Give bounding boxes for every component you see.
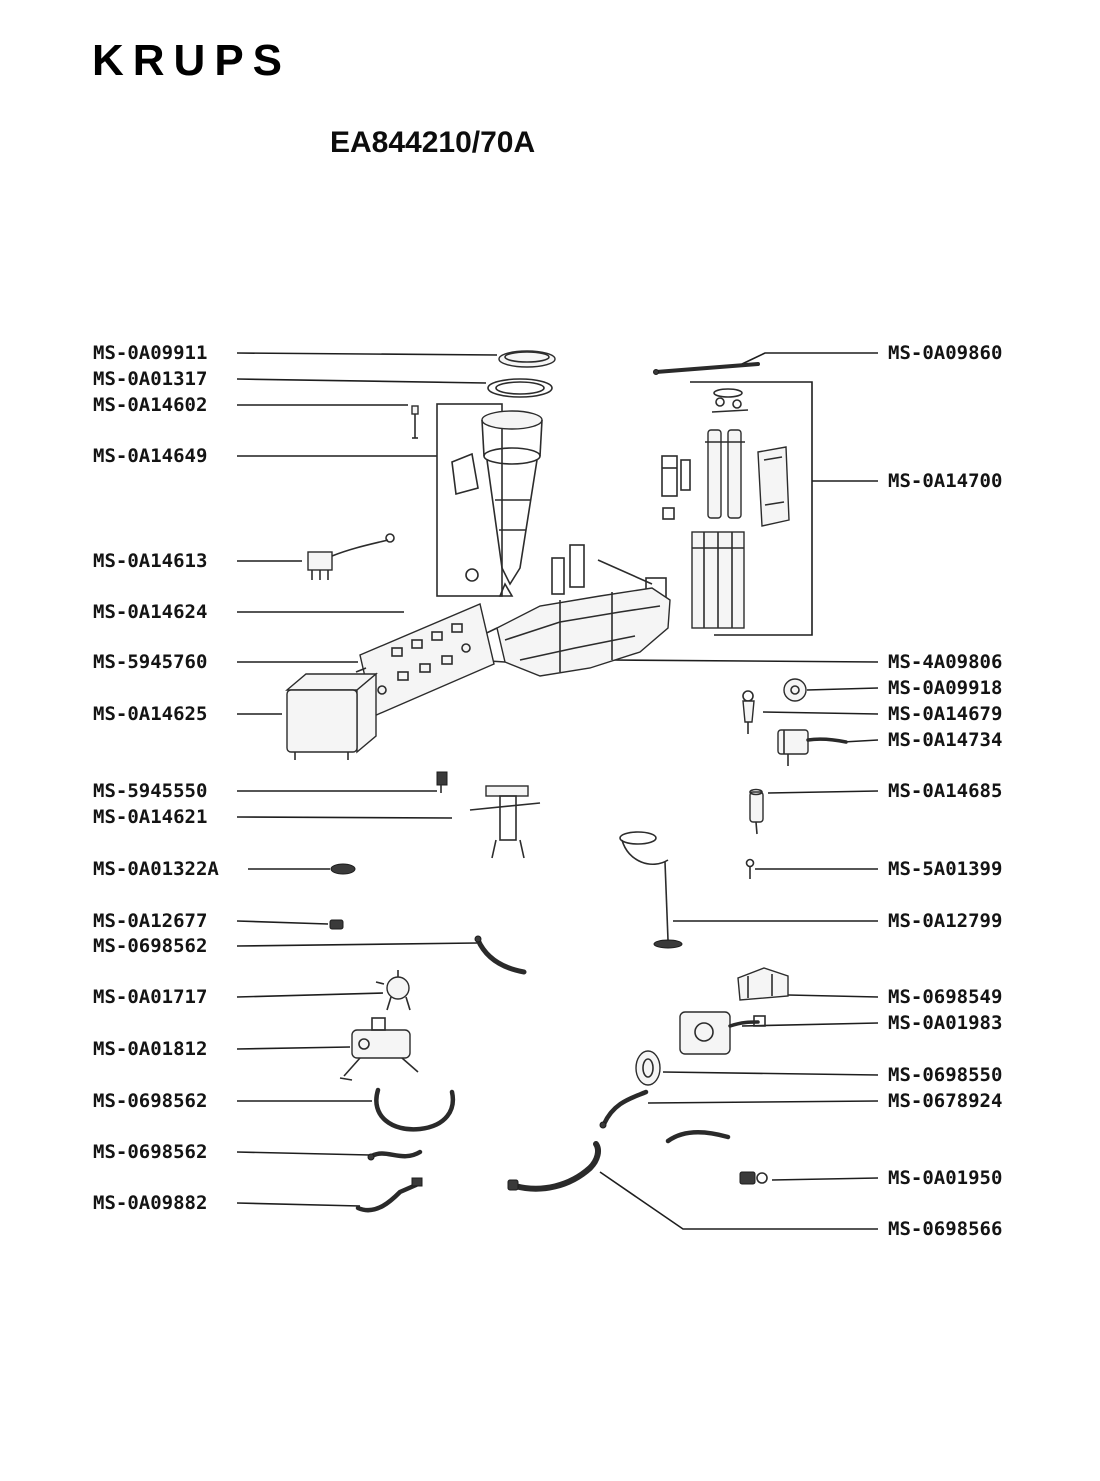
part-drawing-valve-block xyxy=(777,729,848,766)
part-drawing-wire-bracket xyxy=(307,533,395,580)
part-drawing-grinder-assembly xyxy=(436,403,543,597)
part-label: MS-0A14621 xyxy=(93,806,208,828)
part-label: MS-0A14679 xyxy=(888,703,1003,725)
part-label: MS-0A01950 xyxy=(888,1167,1003,1189)
leader-line xyxy=(236,816,453,819)
part-label: MS-0698562 xyxy=(93,935,208,957)
part-label: MS-0698550 xyxy=(888,1064,1003,1086)
leader-line xyxy=(236,1202,361,1207)
part-drawing-thermostat xyxy=(375,970,411,1011)
part-label: MS-0A12677 xyxy=(93,910,208,932)
leader-line xyxy=(236,920,329,925)
brand-logo: KRUPS xyxy=(92,36,292,85)
leader-lines-right xyxy=(599,352,879,1230)
leader-line xyxy=(762,711,879,715)
part-label: MS-0A09860 xyxy=(888,342,1003,364)
leader-lines-left xyxy=(236,352,498,1207)
part-label: MS-0698562 xyxy=(93,1141,208,1163)
part-label: MS-0A01983 xyxy=(888,1012,1003,1034)
part-drawing-seal-ring-top xyxy=(498,350,556,368)
part-label: MS-5A01399 xyxy=(888,858,1003,880)
leader-line xyxy=(647,1100,879,1104)
part-label: MS-0A01812 xyxy=(93,1038,208,1060)
part-label: MS-0698562 xyxy=(93,1090,208,1112)
leader-line xyxy=(771,1177,879,1181)
part-drawing-pin xyxy=(411,405,419,439)
part-drawing-hose-2 xyxy=(374,1087,456,1132)
leader-line xyxy=(599,1171,878,1230)
part-label: MS-0A14700 xyxy=(888,470,1003,492)
part-drawing-hose-1 xyxy=(474,935,527,975)
part-drawing-cap-oval xyxy=(330,863,356,875)
leader-line xyxy=(767,790,879,794)
part-drawing-thermoblock xyxy=(679,1011,766,1055)
part-drawing-pump xyxy=(339,1017,419,1081)
part-drawing-grommet-ring xyxy=(783,678,807,702)
part-label: MS-0A01717 xyxy=(93,986,208,1008)
part-label: MS-0A09882 xyxy=(93,1192,208,1214)
part-drawing-hose-5 xyxy=(599,1089,649,1129)
part-label: MS-0A14624 xyxy=(93,601,208,623)
part-label: MS-0A14649 xyxy=(93,445,208,467)
part-drawing-clip xyxy=(329,919,344,930)
part-drawing-hose-3 xyxy=(367,1149,423,1161)
part-label: MS-4A09806 xyxy=(888,651,1003,673)
part-drawing-small-cylinder xyxy=(749,788,764,835)
leader-line xyxy=(741,352,878,365)
part-drawing-piston-assembly xyxy=(661,388,790,629)
part-label: MS-0A09918 xyxy=(888,677,1003,699)
part-drawing-dispenser xyxy=(469,785,541,859)
part-drawing-needle-valve xyxy=(742,690,755,734)
part-drawing-bracket xyxy=(737,967,789,1001)
part-label: MS-0A12799 xyxy=(888,910,1003,932)
part-label: MS-0A14685 xyxy=(888,780,1003,802)
leader-line xyxy=(842,739,879,743)
part-drawing-control-box xyxy=(285,672,378,760)
part-label: MS-0A14625 xyxy=(93,703,208,725)
part-drawing-hose-7 xyxy=(507,1141,601,1192)
leader-line xyxy=(236,992,384,998)
leader-line xyxy=(236,1151,371,1156)
part-drawing-hose-6 xyxy=(665,1130,731,1144)
leader-line xyxy=(611,659,879,663)
part-label: MS-0698566 xyxy=(888,1218,1003,1240)
part-label: MS-5945760 xyxy=(93,651,208,673)
leader-line xyxy=(236,352,498,356)
part-label: MS-0A14734 xyxy=(888,729,1003,751)
part-drawing-top-rod xyxy=(653,362,760,375)
part-drawing-grommet xyxy=(635,1050,661,1086)
model-number: EA844210/70A xyxy=(330,126,536,159)
part-label: MS-5945550 xyxy=(93,780,208,802)
part-drawing-seal-ring-lower xyxy=(487,378,553,398)
part-label: MS-0A09911 xyxy=(93,342,208,364)
part-drawing-flag-sensor xyxy=(436,771,448,793)
leader-line xyxy=(236,1046,351,1050)
part-label: MS-0A01317 xyxy=(93,368,208,390)
part-label: MS-0678924 xyxy=(888,1090,1003,1112)
part-drawing-float-rod xyxy=(619,831,683,949)
part-label: MS-0A14602 xyxy=(93,394,208,416)
leader-line xyxy=(236,378,487,384)
part-label: MS-0698549 xyxy=(888,986,1003,1008)
leader-line xyxy=(787,994,879,998)
part-drawing-hose-4 xyxy=(355,1177,423,1213)
bracket-line xyxy=(690,381,813,636)
part-drawing-tiny-pin xyxy=(745,858,755,879)
part-label: MS-0A14613 xyxy=(93,550,208,572)
part-label: MS-0A01322A xyxy=(93,858,219,880)
leader-line xyxy=(236,942,478,947)
leader-line xyxy=(806,687,879,691)
part-drawing-brewing-unit xyxy=(471,544,671,677)
leader-line xyxy=(662,1071,879,1076)
part-drawing-connector xyxy=(739,1171,768,1185)
